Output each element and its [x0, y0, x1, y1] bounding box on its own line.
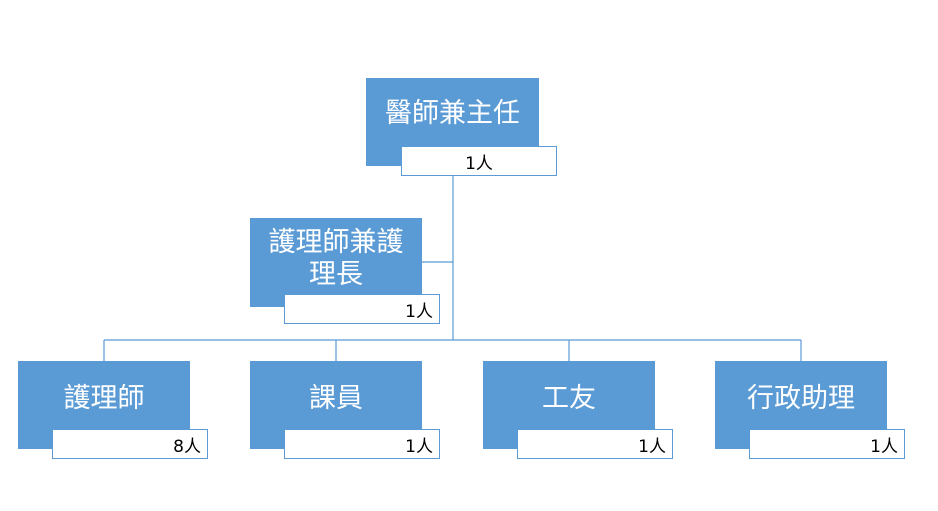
- node-janitor-count: 1人: [517, 429, 673, 459]
- node-head-nurse-title-line2: 理長: [309, 258, 363, 290]
- node-director-count: 1人: [401, 146, 557, 176]
- node-clerk-title: 課員: [309, 383, 363, 415]
- node-head-nurse-box: 護理師兼護 理長: [250, 218, 422, 307]
- node-nurse-title: 護理師: [63, 383, 145, 415]
- node-admin-assistant-count: 1人: [749, 429, 905, 459]
- node-head-nurse-title: 護理師兼護 理長: [269, 227, 404, 291]
- node-nurse-count: 8人: [52, 429, 208, 459]
- node-clerk-count: 1人: [284, 429, 440, 459]
- node-head-nurse-count: 1人: [284, 294, 440, 324]
- node-admin-assistant-title: 行政助理: [747, 383, 855, 415]
- node-head-nurse-title-line1: 護理師兼護: [268, 226, 404, 258]
- node-janitor-title: 工友: [542, 383, 596, 415]
- node-director-title: 醫師兼主任: [385, 98, 520, 130]
